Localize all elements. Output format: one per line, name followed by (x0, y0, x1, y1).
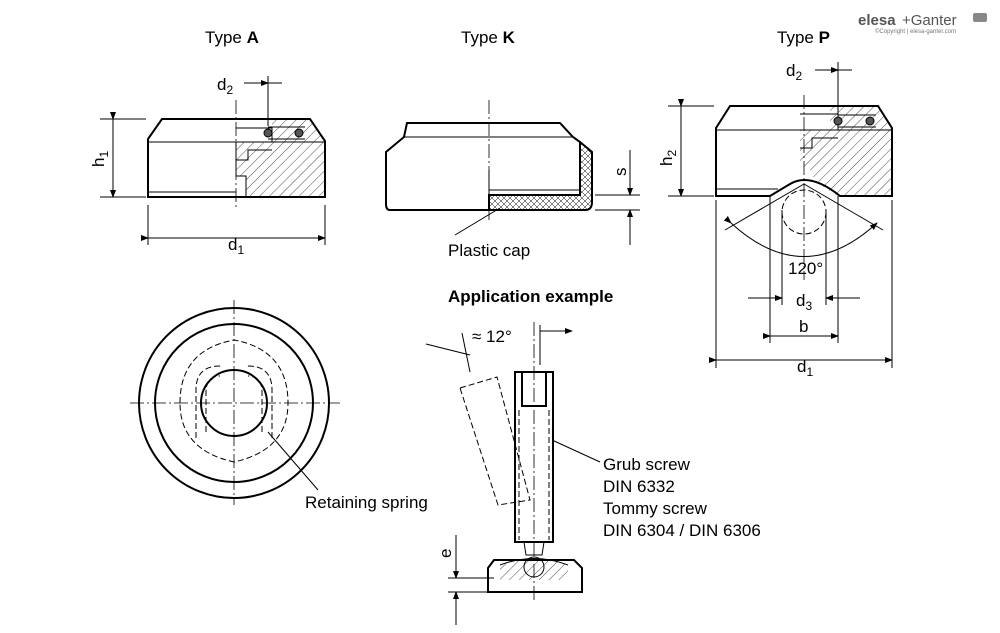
brand-copyright: ©Copyright | elesa-ganter.com (875, 28, 956, 35)
type-a-section-view (147, 100, 326, 210)
type-p-title: Type P (777, 28, 830, 47)
type-a-title: Type A (205, 28, 259, 47)
application-example-drawing: ≈ 12° e (425, 322, 601, 625)
type-k-dimensions: s Plastic cap (448, 150, 640, 260)
brand-name-part1: elesa (858, 12, 896, 29)
dim-d1-type-a: d1 (228, 235, 244, 257)
dim-angle-120: 120° (788, 259, 823, 278)
type-k-section-view (385, 100, 593, 220)
application-example-title: Application example (448, 287, 613, 306)
brand-name-part2: +Ganter (902, 12, 957, 29)
brand-logo: elesa +Ganter ©Copyright | elesa-ganter.… (858, 12, 987, 35)
plastic-cap-label: Plastic cap (448, 241, 530, 260)
type-p-dimensions: h2 d2 120° d3 b d1 (657, 61, 893, 379)
dim-h2: h2 (657, 150, 679, 166)
dim-d3: d3 (796, 291, 812, 313)
dim-b: b (799, 317, 808, 336)
tommy-screw-label: Tommy screw (603, 499, 708, 518)
grub-screw-label: Grub screw (603, 455, 691, 474)
type-p-section-view (715, 95, 893, 280)
dim-angle-12: ≈ 12° (472, 327, 512, 346)
dim-h1: h1 (89, 151, 111, 167)
retaining-spring-label: Retaining spring (305, 493, 428, 512)
din-6304-6306-label: DIN 6304 / DIN 6306 (603, 521, 761, 540)
din-6332-label: DIN 6332 (603, 477, 675, 496)
type-a-dimensions: h1 d1 d2 (89, 75, 326, 257)
dim-s: s (611, 168, 630, 177)
ce-mark-icon (973, 13, 987, 22)
dim-e: e (436, 549, 455, 558)
top-view: Retaining spring (130, 300, 428, 512)
type-k-title: Type K (461, 28, 516, 47)
dim-d1-type-p: d1 (797, 357, 813, 379)
dim-d2-type-p: d2 (786, 61, 802, 83)
dim-d2-type-a: d2 (217, 75, 233, 97)
